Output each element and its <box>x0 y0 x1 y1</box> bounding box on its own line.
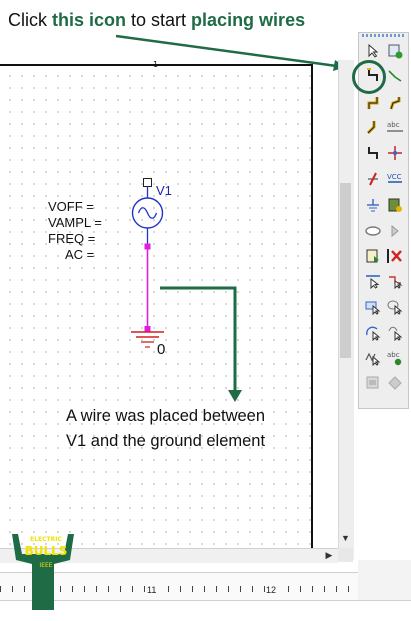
annotation-text: A wire was placed between V1 and the gro… <box>66 404 326 454</box>
wire-start-point <box>144 243 151 250</box>
instruction-icon-phrase: this icon <box>52 10 127 30</box>
delete-icon[interactable] <box>386 247 404 265</box>
ruler-label-12: 12 <box>265 585 278 595</box>
ruler-label-11: 11 <box>146 585 158 595</box>
instruction-middle: to start <box>126 10 192 30</box>
ground-net-label: 0 <box>157 341 166 358</box>
wire-end-point <box>144 326 151 332</box>
place-picture-icon[interactable] <box>364 374 382 392</box>
param-voff: VOFF = <box>48 199 94 214</box>
pin-array-icon[interactable] <box>386 374 404 392</box>
param-ac: AC = <box>65 247 95 262</box>
annotation-line-1: A wire was placed between <box>66 407 266 425</box>
place-part-icon[interactable] <box>386 42 404 60</box>
toolbar-grip[interactable] <box>362 34 404 37</box>
bottom-pane <box>0 600 411 621</box>
scroll-right-arrow-icon[interactable]: ▶ <box>325 550 333 560</box>
place-offpage-icon[interactable]: VCC <box>386 170 404 188</box>
instruction-prefix: Click <box>8 10 52 30</box>
place-polyline-icon[interactable] <box>386 272 404 290</box>
place-wire-alt-icon[interactable] <box>386 66 404 84</box>
place-arc-icon[interactable] <box>364 324 382 342</box>
place-bezier-icon[interactable] <box>386 324 404 342</box>
select-icon[interactable] <box>364 42 382 60</box>
hierarchical-pin-icon[interactable] <box>386 222 404 240</box>
param-vampl: VAMPL = <box>48 215 102 230</box>
text-alt-glyph: abc <box>387 351 400 359</box>
logo-text-line-3: IEEE <box>39 562 53 569</box>
place-bus-alt-icon[interactable] <box>386 94 404 112</box>
instruction-caption: Click this icon to start placing wires <box>8 10 305 31</box>
electric-bulls-logo <box>12 534 74 610</box>
scroll-down-arrow-icon[interactable]: ▼ <box>341 533 350 543</box>
bus-entry-icon[interactable] <box>364 118 382 136</box>
place-junction-icon[interactable] <box>364 144 382 162</box>
svg-text:VCC: VCC <box>387 173 402 181</box>
net-alias-icon[interactable]: abc <box>386 118 404 136</box>
draw-toolbar <box>358 32 409 409</box>
place-power-icon[interactable] <box>364 170 382 188</box>
annotation-arrow-line <box>160 286 237 390</box>
annotation-arrowhead <box>228 390 242 402</box>
vertical-scroll-thumb[interactable] <box>340 183 351 358</box>
logo-text-line-1: ELECTRIC <box>30 536 62 543</box>
instruction-arrow-line <box>115 34 345 69</box>
place-line-icon[interactable] <box>364 272 382 290</box>
net-alias-text: abc <box>387 121 400 129</box>
annotation-line-2: V1 and the ground element <box>66 432 266 450</box>
v1-top-pin <box>143 178 152 187</box>
scroll-corner <box>338 548 353 562</box>
highlight-ring <box>352 60 386 94</box>
place-port-icon[interactable] <box>364 222 382 240</box>
hierarchical-block-icon[interactable] <box>386 196 404 214</box>
param-freq: FREQ = <box>48 231 96 246</box>
logo-text-line-2: BULLS <box>24 544 68 558</box>
instruction-action-phrase: placing wires <box>191 10 306 30</box>
ruler-ticks <box>0 586 358 592</box>
place-ieee-icon[interactable] <box>364 349 382 367</box>
horizontal-scrollbar[interactable] <box>0 548 338 563</box>
place-ellipse-icon[interactable] <box>386 298 404 316</box>
place-bus-icon[interactable] <box>364 94 382 112</box>
page-marker: 1 <box>153 60 159 69</box>
place-ground-icon[interactable] <box>364 196 382 214</box>
place-rectangle-icon[interactable] <box>364 298 382 316</box>
sine-glyph <box>137 207 158 219</box>
place-text-alt-icon[interactable]: abc <box>386 349 404 367</box>
component-ref: V1 <box>156 183 172 198</box>
no-connect-icon[interactable] <box>386 144 404 162</box>
place-text-icon[interactable] <box>364 247 382 265</box>
schematic-page[interactable] <box>0 64 313 560</box>
